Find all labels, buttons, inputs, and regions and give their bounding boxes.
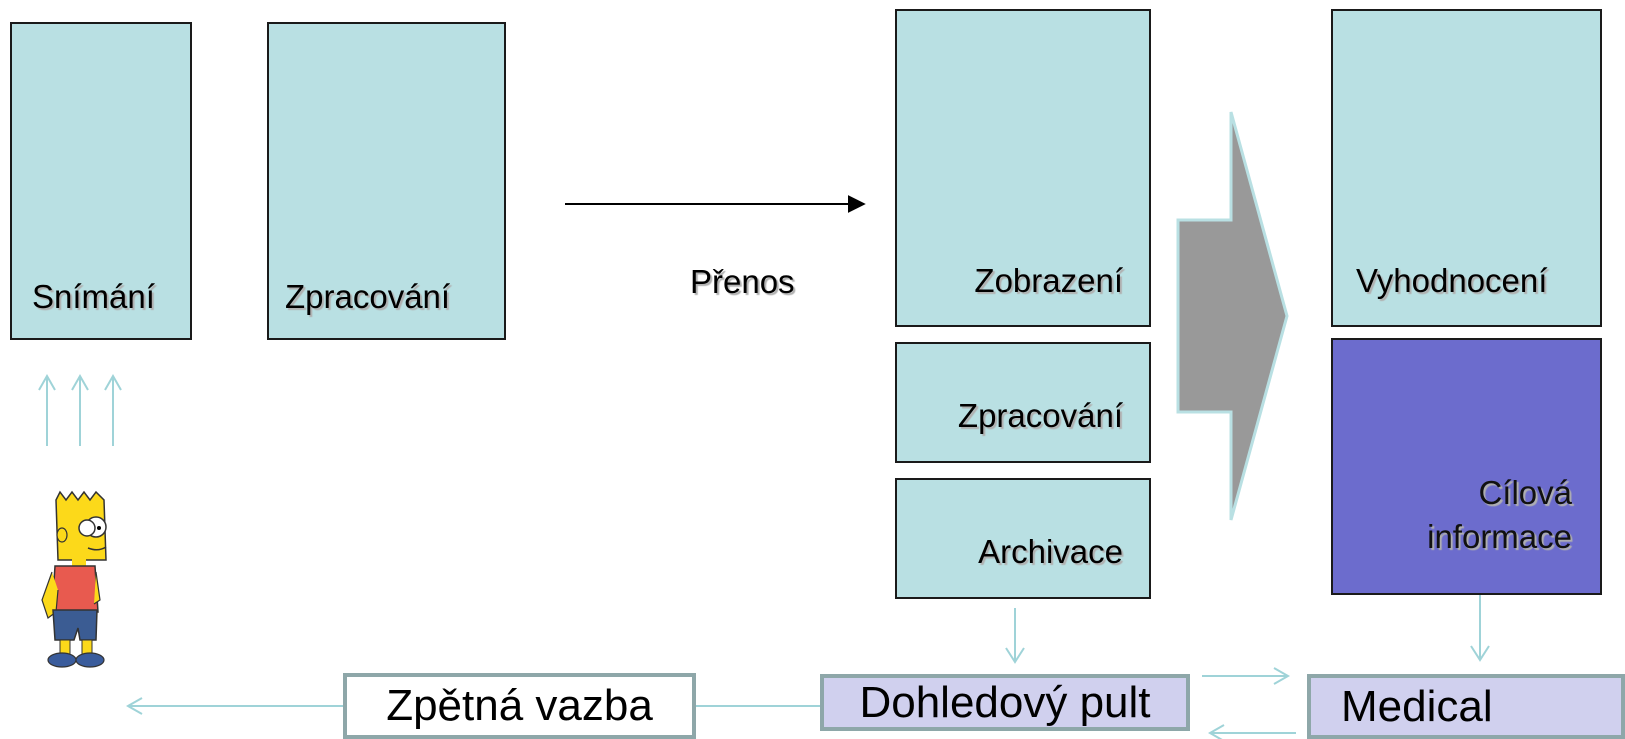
node-cilova-line2: informace: [1427, 518, 1572, 555]
feedback-box: Zpětná vazba: [343, 673, 696, 739]
node-archivace-label: Archivace: [978, 533, 1123, 570]
node-cilova-informace: [1331, 338, 1602, 595]
console-box: Dohledový pult: [820, 674, 1190, 731]
transfer-label: Přenos: [690, 263, 795, 300]
node-zpracovani-left: [267, 22, 506, 340]
target-down-arrow: [1470, 592, 1490, 662]
node-zobrazeni-label: Zobrazení: [974, 262, 1123, 299]
node-zpracovani-middle: [895, 342, 1151, 463]
node-zpracovani-left-label: Zpracování: [285, 278, 451, 315]
console-to-medical-arrow: [1202, 667, 1291, 685]
archive-down-arrow: [1005, 608, 1025, 664]
node-zpracovani-middle-label: Zpracování: [957, 397, 1123, 434]
node-vyhodnoceni: [1331, 9, 1602, 327]
node-snimani: [10, 22, 192, 340]
node-snimani-label: Snímání: [32, 278, 155, 315]
node-archivace: [895, 478, 1151, 599]
big-arrow-shape: [1176, 111, 1289, 521]
sensing-arrows: [38, 373, 122, 446]
medical-to-console-arrow: [1207, 724, 1296, 739]
medical-box: Medical: [1307, 674, 1625, 739]
feedback-arrow: [125, 697, 343, 715]
node-cilova-line1: Cílová: [1478, 474, 1572, 511]
node-zobrazeni: [895, 9, 1151, 327]
cartoon-person-icon: [41, 490, 107, 668]
node-vyhodnoceni-label: Vyhodnocení: [1356, 262, 1548, 299]
